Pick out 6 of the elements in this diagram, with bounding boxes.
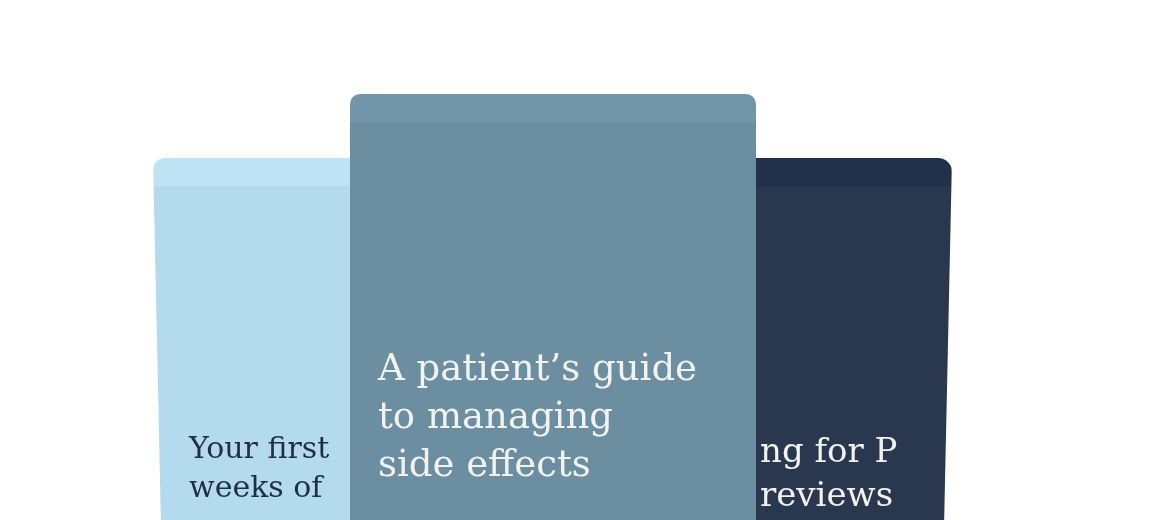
brochure-card: [350, 94, 756, 520]
card-title: A patient’s guide to managing side effects: [378, 345, 698, 488]
brochure-card: [153, 158, 350, 520]
brochure-card: [756, 158, 952, 520]
card-title: ng for P reviews: [760, 429, 899, 517]
card-title: Your first weeks of: [189, 429, 331, 506]
